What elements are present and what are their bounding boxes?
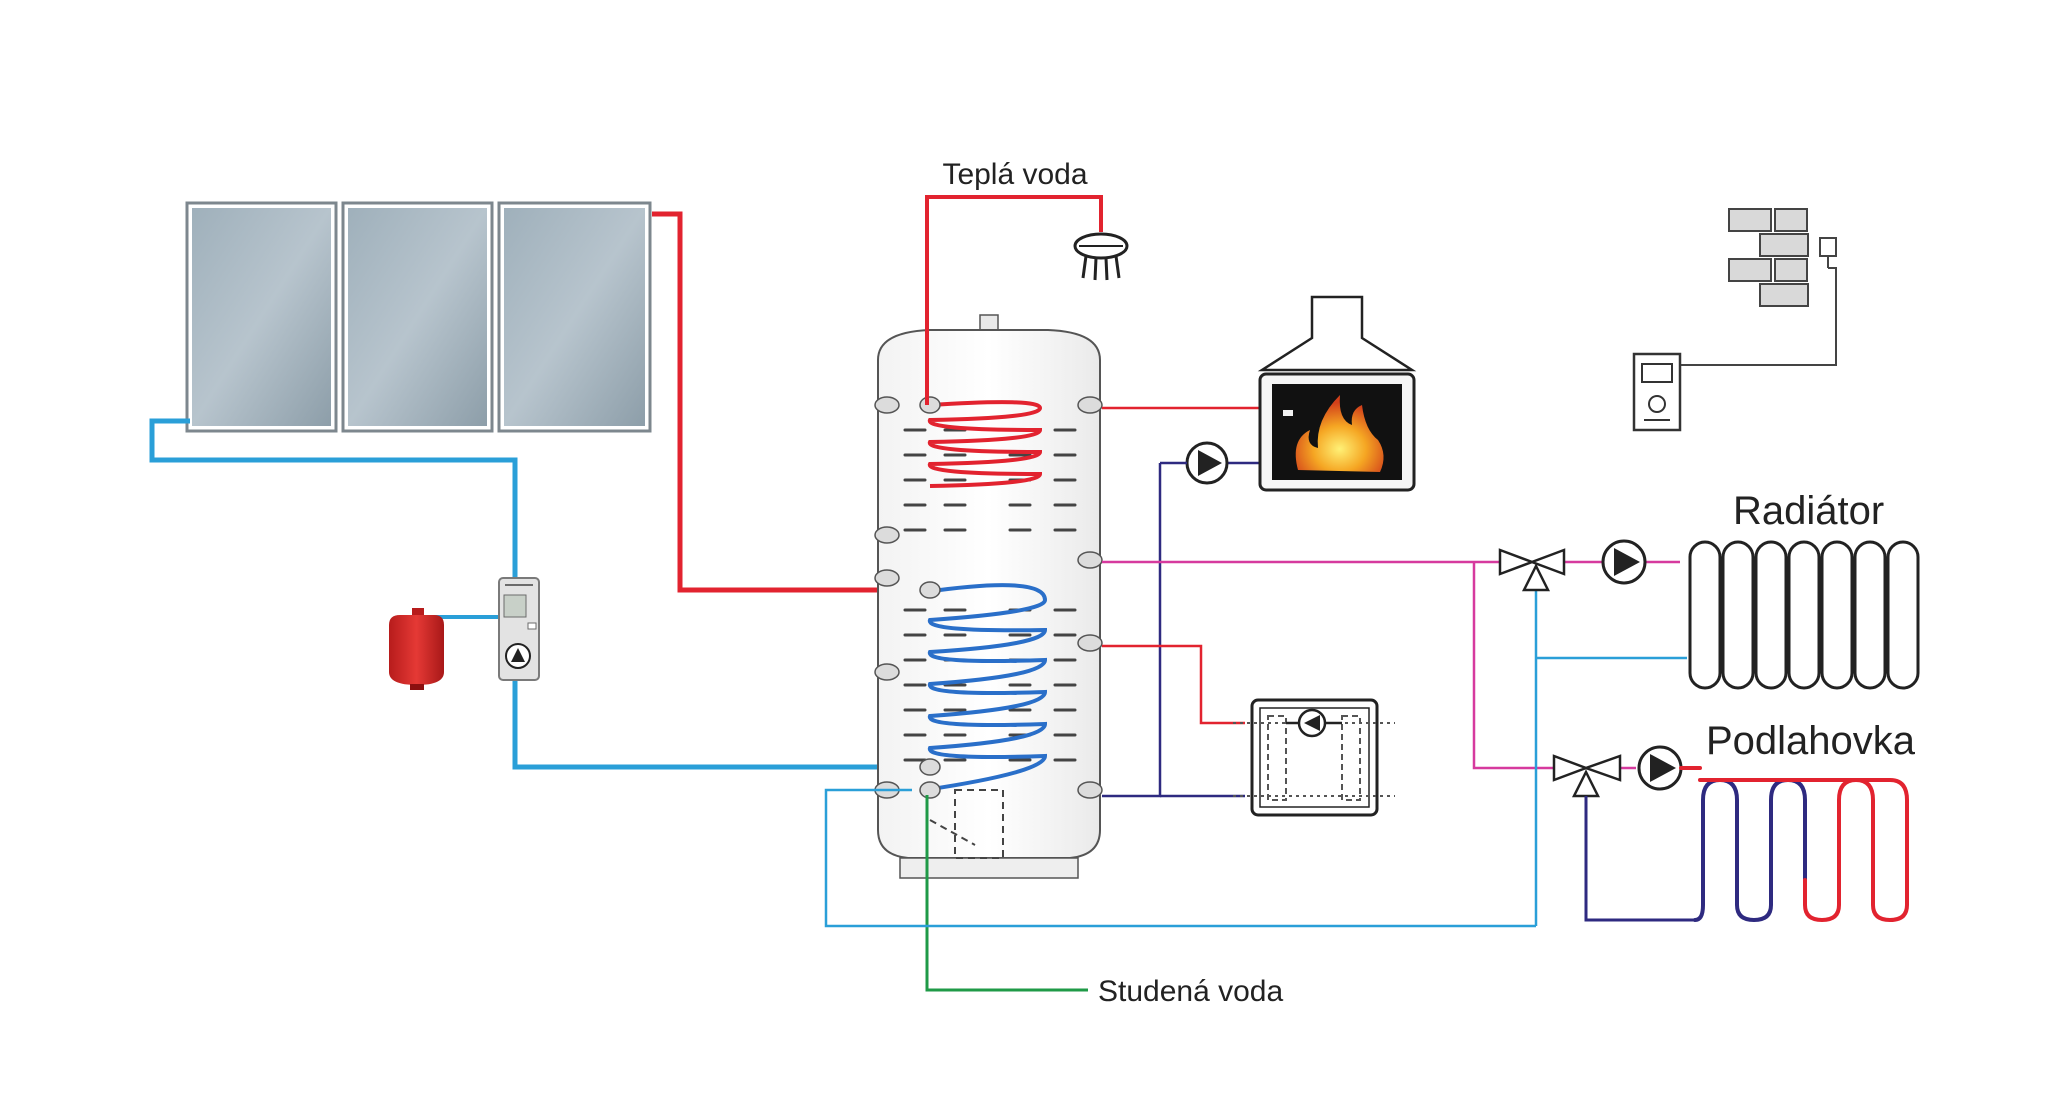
solar-pump-station xyxy=(498,577,540,681)
expansion-vessel xyxy=(389,608,508,690)
room-thermostat xyxy=(1632,352,1682,432)
cold-water-label: Studená voda xyxy=(1098,975,1283,1008)
fireplace-pump-icon xyxy=(1160,441,1229,485)
hot-water-pipe xyxy=(925,195,1103,405)
fireplace xyxy=(1257,295,1417,492)
heat-exchanger-unit xyxy=(1233,698,1395,817)
cold-water-pipe xyxy=(925,795,1088,992)
floor-heating-label: Podlahovka xyxy=(1706,719,1916,763)
shower-head-icon xyxy=(1073,232,1129,281)
floor-heating-loop xyxy=(1679,766,1909,923)
radiator-mixing-valve xyxy=(1498,548,1566,592)
wall-bricks-icon xyxy=(1728,208,1809,307)
radiator-label: Radiátor xyxy=(1733,489,1884,533)
temperature-sensor xyxy=(1680,237,1837,366)
storage-tank xyxy=(874,314,1103,879)
radiator-pump-icon xyxy=(1601,539,1647,585)
fireplace-return-pipe xyxy=(1102,461,1262,798)
solar-collectors xyxy=(185,201,652,433)
floor-heating-return-pipe xyxy=(1584,796,1695,922)
solar-return-pipe xyxy=(149,418,925,770)
heating-return-pipe xyxy=(824,582,1687,928)
solar-hot-pipe xyxy=(652,211,905,593)
heat-exchanger-supply-pipe xyxy=(1102,644,1245,725)
floor-heating-mixing-valve xyxy=(1552,754,1622,798)
heating-supply-pipe xyxy=(1102,560,1680,770)
floor-heating-pump-icon xyxy=(1637,745,1683,791)
radiator-icon xyxy=(1688,540,1920,690)
hot-water-label: Teplá voda xyxy=(942,158,1087,191)
